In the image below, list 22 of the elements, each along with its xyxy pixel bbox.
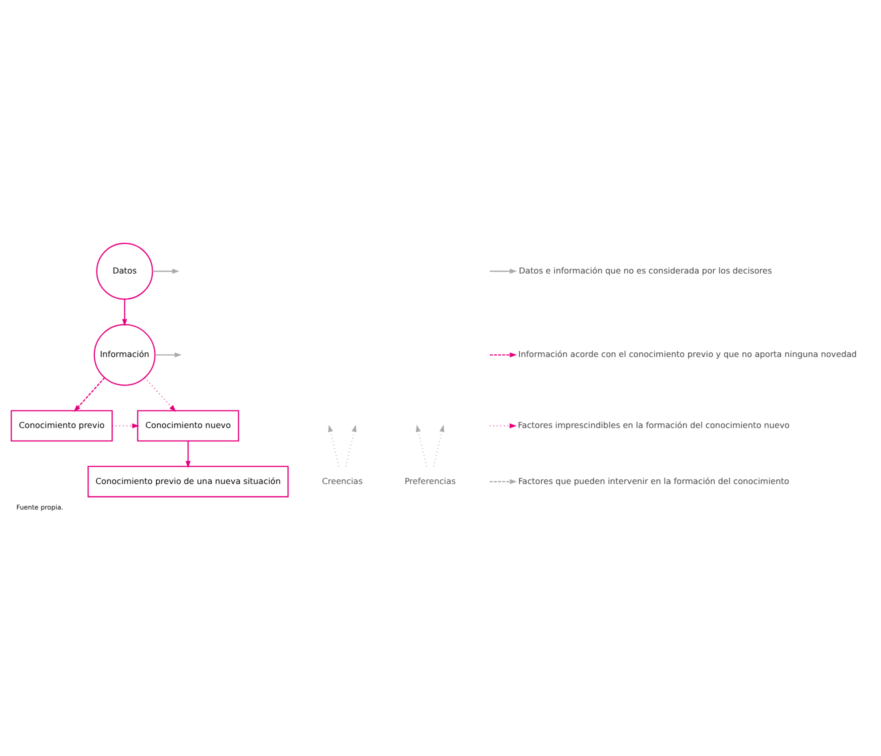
arrow <box>155 352 182 357</box>
legend-label: Datos e información que no es considerada por los decisores <box>518 264 772 275</box>
arrow <box>186 440 191 468</box>
arrow <box>433 424 444 466</box>
node-box: Conocimiento previo <box>10 410 113 442</box>
arrow <box>144 376 176 412</box>
arrow <box>112 422 140 428</box>
legend-label: Factores imprescindibles en la formación del conocimiento nuevo <box>518 420 790 430</box>
node-circle: Información <box>94 324 156 386</box>
arrow <box>122 298 128 326</box>
arrow <box>328 424 340 466</box>
legend-label: Factores que pueden intervenir en la formación del conocimiento <box>518 475 790 486</box>
arrow <box>345 424 357 466</box>
node-text: Creencias <box>322 475 363 486</box>
arrow <box>416 424 428 466</box>
node-text: Preferencias <box>404 475 456 486</box>
legend-label: Información acorde con el conocimiento previo y que no aporta ninguna novedad <box>518 348 857 359</box>
arrow <box>152 268 180 274</box>
node-box: Conocimiento previo de una nueva situación <box>88 465 289 497</box>
node-box: Conocimiento nuevo <box>137 410 240 442</box>
node-circle: Datos <box>96 242 154 300</box>
arrow <box>74 376 105 412</box>
